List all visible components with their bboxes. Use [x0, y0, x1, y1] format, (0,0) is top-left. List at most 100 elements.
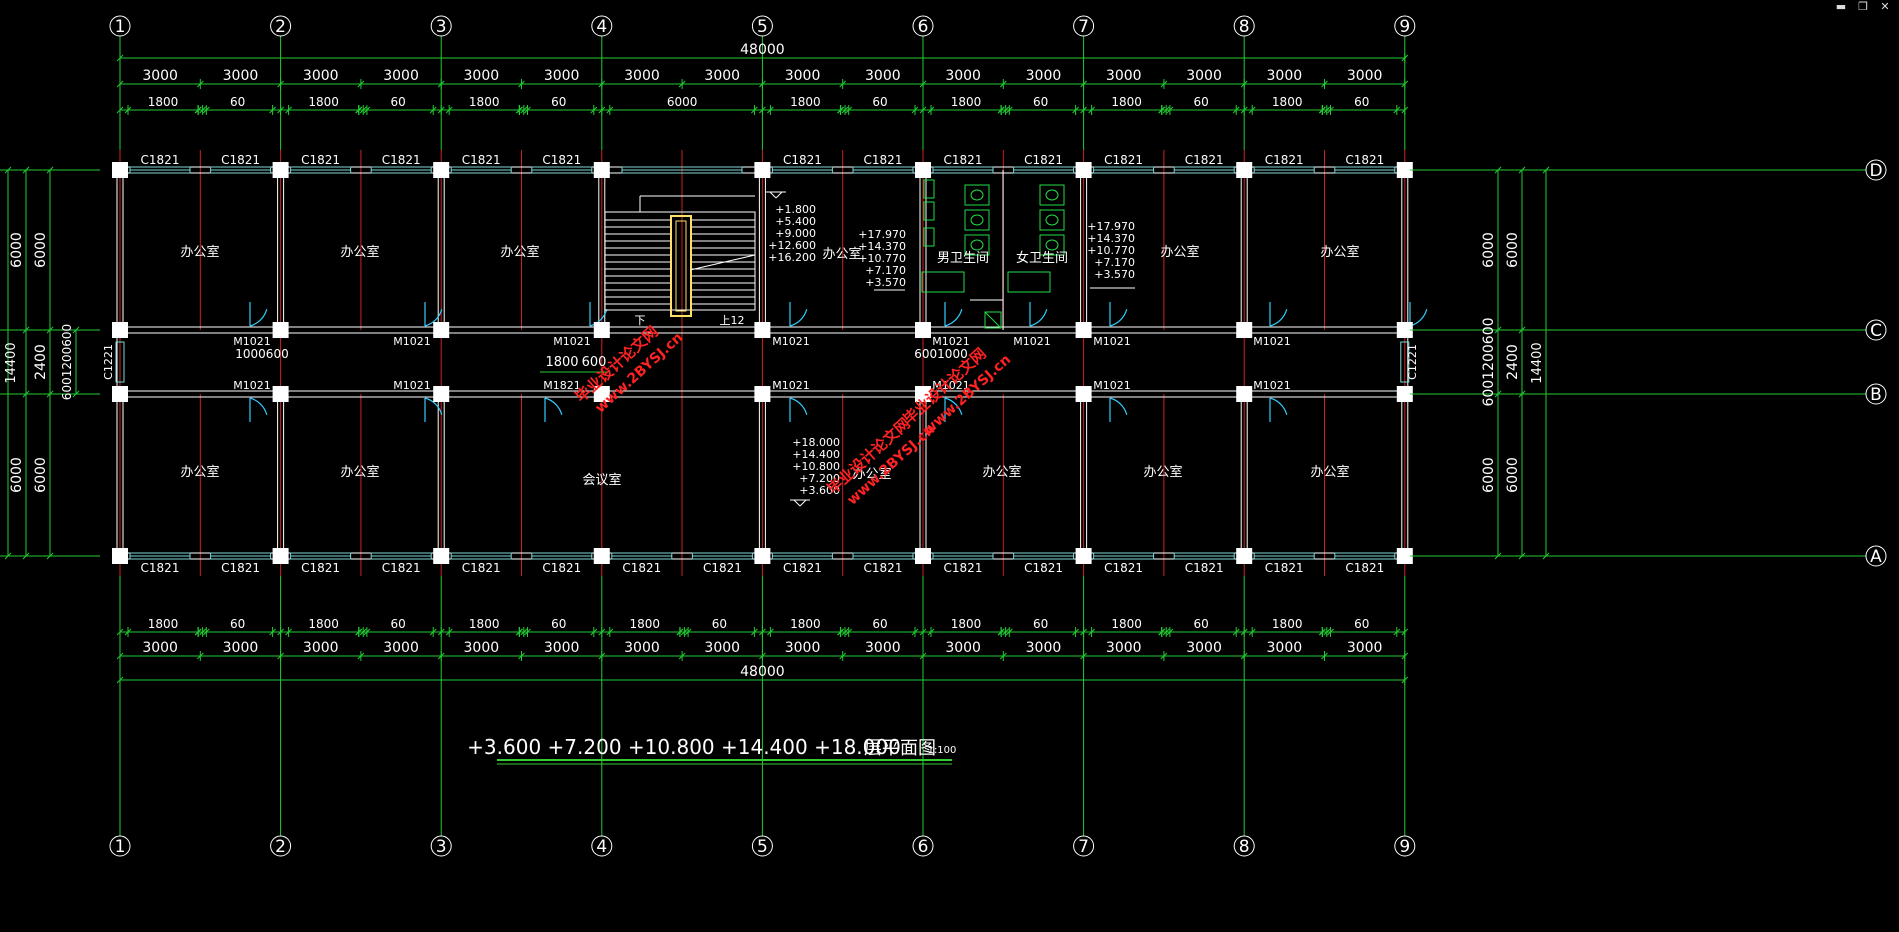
dim-tick	[46, 326, 54, 334]
wc-stall	[1039, 234, 1065, 256]
room-label: 办公室	[982, 464, 1021, 480]
axis-bubble	[1073, 835, 1095, 857]
window-label: C1821	[141, 153, 180, 167]
room-label: 办公室	[822, 246, 861, 262]
room-label: 女卫生间	[1016, 250, 1068, 266]
window-label: C1821	[542, 561, 581, 575]
axis-label: B	[1870, 385, 1882, 405]
dim-text: 60	[712, 617, 727, 631]
dim-text: 1800	[1272, 617, 1303, 631]
dim-text: 3000	[142, 68, 178, 84]
title-scale: 1:100	[928, 745, 957, 756]
dim-text: 3000	[1186, 640, 1222, 656]
door-swing	[1269, 302, 1288, 327]
wc-bowl	[1045, 189, 1059, 201]
dim-text: 3000	[785, 68, 821, 84]
minimize-icon[interactable]: ▬	[1835, 0, 1847, 13]
basin	[1007, 271, 1051, 293]
window-label: C1821	[462, 561, 501, 575]
window-label: C1821	[1345, 153, 1384, 167]
dim-tick	[1518, 166, 1526, 174]
dim-tick	[22, 326, 30, 334]
column	[1396, 386, 1413, 402]
window-label: C1821	[1265, 153, 1304, 167]
axis-label: C	[1870, 321, 1882, 341]
axis-bubble	[912, 15, 934, 37]
dim-text: 1800	[790, 617, 821, 631]
dim-text: 1800	[308, 617, 339, 631]
door-swing	[249, 397, 268, 422]
room-label: 办公室	[180, 244, 219, 260]
column	[1396, 322, 1413, 338]
dim-tick	[1494, 166, 1502, 174]
dim-text: 3000	[1347, 68, 1383, 84]
basin	[921, 271, 965, 293]
dim-text: 3000	[624, 640, 660, 656]
title-levels: +3.600 +7.200 +10.800 +14.400 +18.000	[467, 735, 901, 759]
door-label: M1821	[543, 379, 581, 392]
axis-bubble	[912, 835, 934, 857]
window-label: C1821	[221, 153, 260, 167]
dim-text-v: 6000	[33, 457, 49, 493]
axis-bubble	[270, 835, 292, 857]
dim-tick	[22, 166, 30, 174]
stair-well-inner	[675, 220, 687, 312]
window-label: C1821	[944, 561, 983, 575]
door-swing	[944, 397, 963, 422]
dim-tick	[1494, 552, 1502, 560]
column	[1075, 162, 1092, 178]
axis-label: 8	[1239, 17, 1250, 37]
dim-text: 1800	[951, 95, 982, 109]
window-label: C1821	[864, 561, 903, 575]
room-label: 办公室	[180, 464, 219, 480]
door-label: M1021	[932, 335, 970, 348]
dim-text-v: 6001200600	[1481, 317, 1497, 406]
wc-bowl	[970, 239, 984, 251]
dim-tick	[1518, 326, 1526, 334]
dim-text: 3000	[1347, 640, 1383, 656]
dim-text: 60	[551, 95, 566, 109]
dim-text: 3000	[945, 640, 981, 656]
axis-lines	[119, 150, 1406, 576]
drawing-title: +3.600 +7.200 +10.800 +14.400 +18.000层平面…	[467, 735, 957, 765]
column	[1236, 322, 1253, 338]
stair	[604, 195, 756, 317]
dim-text: 3000	[1186, 68, 1222, 84]
stair-well	[670, 215, 692, 317]
elevation-label: +3.570	[1094, 268, 1135, 281]
column	[433, 322, 450, 338]
window-label: C1821	[783, 153, 822, 167]
dim-text: 1800	[469, 95, 500, 109]
restore-icon[interactable]: ❐	[1858, 0, 1868, 13]
axis-bubble	[1073, 15, 1095, 37]
dim-tick	[72, 326, 80, 334]
urinal	[923, 227, 935, 247]
door-label: M1021	[393, 335, 431, 348]
dim-text: 3000	[704, 68, 740, 84]
elevation-label: +10.770	[1087, 244, 1135, 257]
title-suffix: 层平面图	[864, 738, 936, 759]
stair-label: 下	[635, 314, 646, 327]
wc-bowl	[970, 214, 984, 226]
axis-label: 9	[1399, 17, 1410, 37]
column	[593, 386, 610, 402]
column	[1075, 322, 1092, 338]
axis-label: 2	[275, 837, 286, 857]
window-label: C1821	[864, 153, 903, 167]
column	[272, 322, 289, 338]
axis-bubble	[1394, 15, 1416, 37]
door-label: M1021	[1093, 379, 1131, 392]
close-icon[interactable]: ✕	[1880, 0, 1890, 13]
door-label: M1021	[1253, 335, 1291, 348]
dim-text: 60	[391, 617, 406, 631]
wc-stall	[964, 184, 990, 206]
column	[754, 322, 771, 338]
elevation-label: +7.200	[799, 472, 840, 485]
room-label: 办公室	[1143, 464, 1182, 480]
elevation-label: +3.570	[865, 276, 906, 289]
window-label: C1821	[1265, 561, 1304, 575]
window-label: C1821	[1104, 561, 1143, 575]
dim-text: 60	[872, 617, 887, 631]
dim-text: 3000	[223, 640, 259, 656]
